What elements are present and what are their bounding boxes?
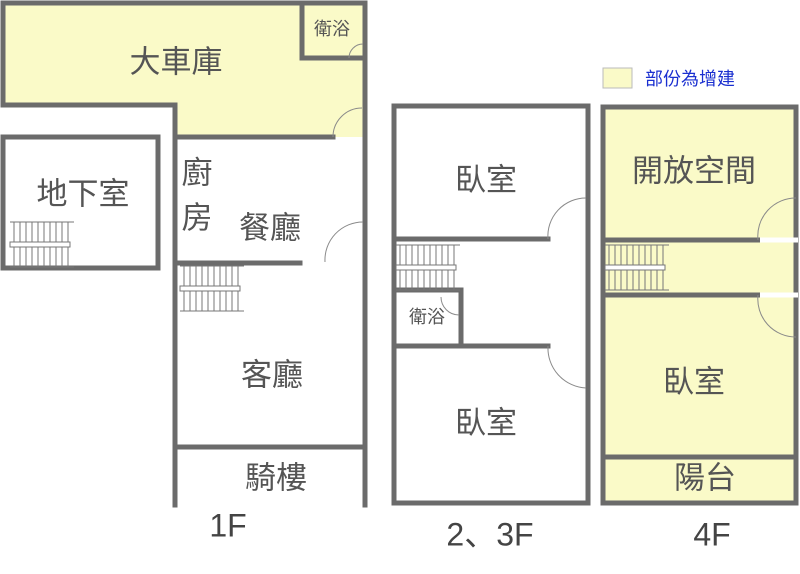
room-kitchen-1: 廚 bbox=[182, 156, 213, 192]
floor-label-2-3f: 2、3F bbox=[446, 516, 533, 552]
basement-wall bbox=[0, 134, 161, 271]
room-balcony: 陽台 bbox=[674, 461, 736, 497]
door-arc bbox=[757, 197, 797, 241]
floor-1f: 大車庫 衛浴 地下室 廚 房 餐廳 客廳 騎樓 1F bbox=[0, 0, 368, 543]
legend-swatch bbox=[602, 67, 633, 89]
door-arc bbox=[547, 345, 587, 389]
floor-4f: 開放空間 臥室 陽台 4F bbox=[600, 104, 799, 552]
room-bedroom: 臥室 bbox=[663, 365, 725, 401]
room-bedroom-top: 臥室 bbox=[455, 163, 517, 199]
legend: 部份為增建 bbox=[602, 67, 735, 90]
room-basement: 地下室 bbox=[37, 177, 130, 213]
outer-wall bbox=[600, 104, 799, 506]
door-arc bbox=[348, 43, 364, 59]
door-arc bbox=[547, 197, 587, 240]
room-bath: 衛浴 bbox=[314, 19, 350, 40]
floor-label-1f: 1F bbox=[209, 507, 246, 543]
floor-2-3f: 臥室 衛浴 臥室 2、3F bbox=[391, 103, 591, 552]
door-arc bbox=[440, 296, 460, 316]
room-arcade: 騎樓 bbox=[245, 461, 307, 497]
room-open-space: 開放空間 bbox=[632, 154, 756, 190]
room-bedroom-bottom: 臥室 bbox=[455, 406, 517, 442]
door-arc bbox=[332, 107, 363, 138]
door-arc bbox=[757, 294, 797, 338]
stairs-icon bbox=[9, 221, 75, 268]
room-garage: 大車庫 bbox=[130, 45, 223, 81]
room-dining: 餐廳 bbox=[239, 211, 301, 247]
bath-wall bbox=[299, 0, 365, 61]
room-living: 客廳 bbox=[241, 358, 303, 394]
room-bath: 衛浴 bbox=[409, 307, 445, 328]
floor-label-4f: 4F bbox=[693, 516, 730, 552]
legend-label: 部份為增建 bbox=[645, 69, 735, 90]
stairs-icon bbox=[179, 265, 245, 312]
stairs-icon bbox=[395, 244, 461, 291]
door-arc bbox=[324, 221, 364, 263]
room-kitchen-2: 房 bbox=[182, 201, 213, 237]
garage-outer-wall bbox=[0, 0, 368, 508]
outer-wall bbox=[391, 103, 591, 506]
